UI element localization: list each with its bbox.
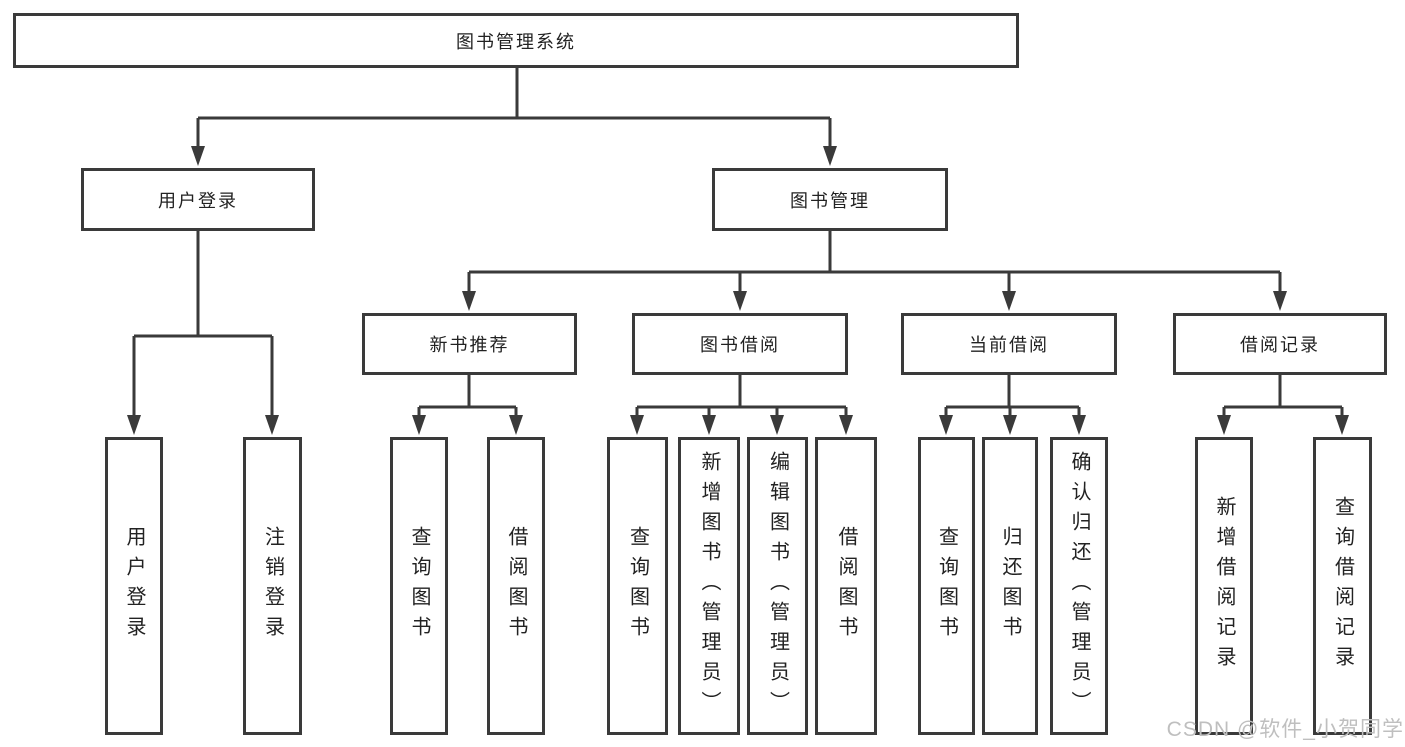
node-leaf-query-books-1: 查询图书 [390,437,448,735]
node-label: 确认归还（管理员） [1068,451,1090,721]
node-label: 用户登录 [123,526,145,646]
node-leaf-add-books-admin: 新增图书（管理员） [678,437,740,735]
node-label: 新增借阅记录 [1213,496,1235,676]
node-label: 图书借阅 [700,335,780,355]
node-label: 图书管理 [790,190,870,211]
node-current-borrowing: 当前借阅 [901,313,1117,375]
node-book-borrowing: 图书借阅 [632,313,848,375]
node-label: 查询图书 [408,526,430,646]
node-label: 查询图书 [626,526,649,646]
node-label: 编辑图书（管理员） [766,451,789,721]
node-user-login: 用户登录 [81,168,315,231]
node-label: 查询借阅记录 [1331,496,1354,676]
node-label: 借阅图书 [835,526,857,646]
node-label: 归还图书 [999,526,1021,646]
watermark: CSDN @软件_小贺同学 [1166,718,1404,741]
node-leaf-return-books: 归还图书 [982,437,1038,735]
node-leaf-borrow-books-2: 借阅图书 [815,437,877,735]
node-label: 借阅图书 [505,526,527,646]
node-book-management: 图书管理 [712,168,948,231]
node-label: 查询图书 [935,526,958,646]
node-borrow-records: 借阅记录 [1173,313,1387,375]
node-label: 用户登录 [158,190,238,211]
node-new-book-recommend: 新书推荐 [362,313,577,375]
node-leaf-confirm-return-admin: 确认归还（管理员） [1050,437,1108,735]
node-leaf-query-books-3: 查询图书 [918,437,975,735]
node-leaf-logout: 注销登录 [243,437,302,735]
node-leaf-query-borrow-record: 查询借阅记录 [1313,437,1372,735]
node-root: 图书管理系统 [13,13,1019,68]
node-label: 新增图书（管理员） [698,451,720,721]
node-leaf-user-login: 用户登录 [105,437,163,735]
node-label: 新书推荐 [429,335,510,355]
node-leaf-query-books-2: 查询图书 [607,437,668,735]
node-label: 当前借阅 [969,335,1049,355]
node-leaf-borrow-books-1: 借阅图书 [487,437,545,735]
arrowheads [127,146,1349,435]
node-leaf-edit-books-admin: 编辑图书（管理员） [747,437,808,735]
node-label: 图书管理系统 [456,31,576,52]
node-label: 注销登录 [261,526,284,646]
node-leaf-add-borrow-record: 新增借阅记录 [1195,437,1253,735]
node-label: 借阅记录 [1240,335,1320,355]
